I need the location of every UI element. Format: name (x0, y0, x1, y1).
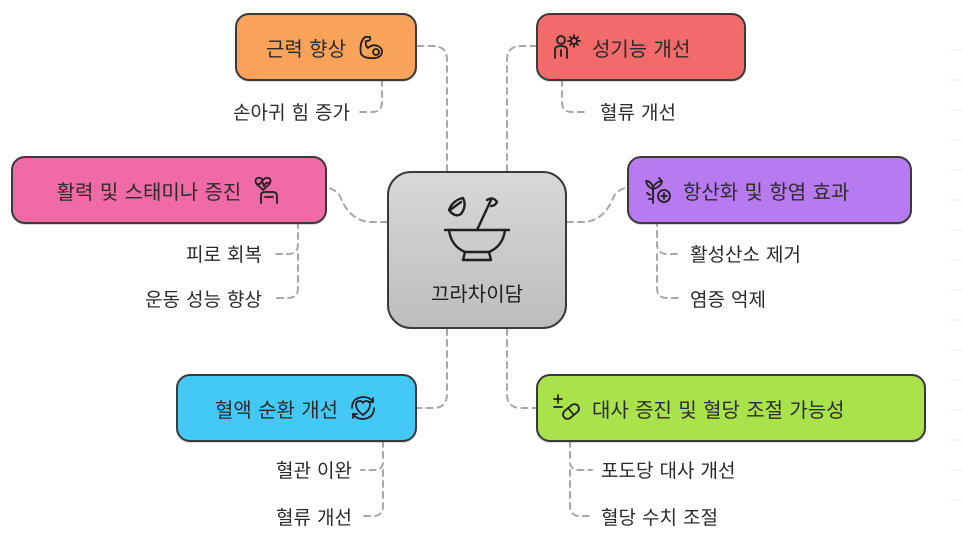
leaf-fatigue-recovery: 피로 회복 (186, 244, 262, 266)
branch-vitality: 활력 및 스태미나 증진 (11, 156, 327, 224)
branch-label: 근력 향상 (266, 36, 346, 61)
branch-label: 혈액 순환 개선 (214, 397, 339, 422)
person-gear-icon (552, 32, 582, 62)
leaf-blood-sugar-control: 혈당 수치 조절 (601, 507, 718, 529)
branch-label: 항산화 및 항염 효과 (683, 179, 850, 204)
leaf-inflammation-suppression: 염증 억제 (690, 289, 766, 311)
pill-plus-minus-icon (552, 393, 582, 423)
heart-hand-icon (251, 175, 281, 205)
branch-muscle: 근력 향상 (235, 13, 417, 81)
branch-label: 활력 및 스태미나 증진 (56, 179, 242, 204)
leaf-free-radical-removal: 활성산소 제거 (690, 244, 801, 266)
branch-metabolism: 대사 증진 및 혈당 조절 가능성 (536, 374, 926, 442)
branch-sexual: 성기능 개선 (536, 13, 746, 81)
leaf-glucose-metabolism: 포도당 대사 개선 (601, 460, 736, 482)
mortar-pestle-leaf-icon (443, 196, 511, 261)
flexed-arm-icon (356, 32, 386, 62)
leaf-blood-flow: 혈류 개선 (600, 102, 676, 124)
branch-antioxidant: 항산화 및 항염 효과 (627, 156, 912, 224)
branch-label: 대사 증진 및 혈당 조절 가능성 (592, 397, 845, 422)
leaf-exercise-performance: 운동 성능 향상 (145, 289, 262, 311)
center-node: 끄라차이담 (387, 171, 567, 329)
heart-cycle-icon (348, 393, 378, 423)
branch-circulation: 혈액 순환 개선 (176, 374, 417, 442)
center-label: 끄라차이담 (431, 281, 523, 306)
plant-plus-icon (643, 175, 673, 205)
branch-label: 성기능 개선 (592, 36, 691, 61)
right-edge-ticks (951, 49, 961, 501)
leaf-vasodilation: 혈관 이완 (276, 460, 352, 482)
leaf-blood-flow-2: 혈류 개선 (276, 507, 352, 529)
leaf-grip-strength: 손아귀 힘 증가 (233, 102, 350, 124)
